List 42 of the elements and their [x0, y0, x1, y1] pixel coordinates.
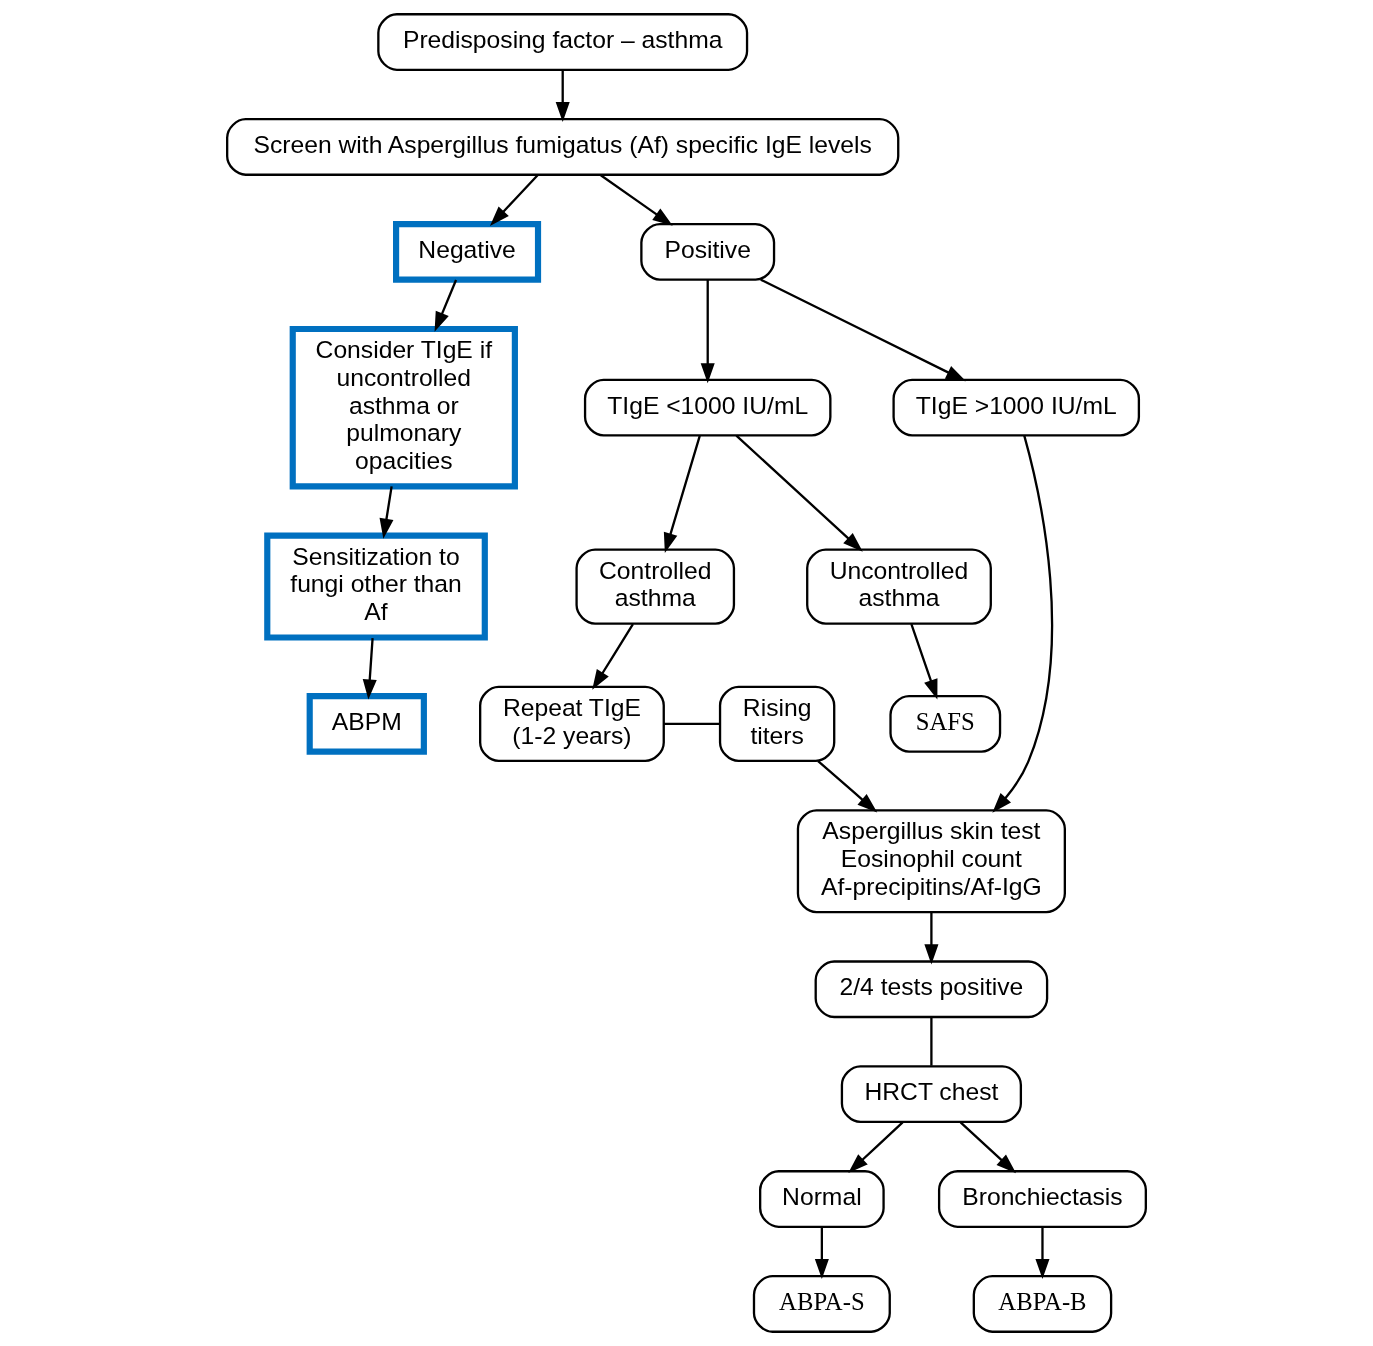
arrow — [848, 1121, 904, 1173]
node-box: Screen with Aspergillus fumigatus (Af) specific IgE levels — [226, 118, 900, 176]
node-box: Negative — [393, 221, 542, 283]
arrow — [700, 280, 715, 384]
node-box: HRCT chest — [840, 1065, 1023, 1124]
node-box: Predisposing factor – asthma — [377, 13, 749, 71]
node-box: Aspergillus skin test Eosinophil count Af-precipitins/Af-IgG — [796, 809, 1066, 914]
arrow — [663, 435, 701, 553]
node-box: ABPA-B — [972, 1275, 1113, 1333]
arrow — [555, 70, 570, 122]
node-box: Consider TIgE if uncontrolled asthma or pulmonary opacities — [289, 325, 518, 490]
node-box: Controlled asthma — [575, 548, 736, 625]
arrow — [760, 278, 966, 382]
node-box: ABPA-S — [752, 1275, 891, 1333]
node-box: Uncontrolled asthma — [806, 548, 992, 625]
arrow — [362, 638, 377, 700]
arrow — [434, 279, 458, 332]
arrow — [959, 1121, 1017, 1174]
node-box: Positive — [640, 222, 776, 281]
arrow — [814, 1227, 829, 1279]
arrow — [600, 174, 673, 226]
node-box: 2/4 tests positive — [814, 960, 1049, 1019]
arrow — [992, 435, 1053, 813]
node-box: Repeat TIgE (1-2 years) — [479, 685, 665, 763]
arrow — [489, 174, 539, 226]
arrow — [592, 623, 634, 690]
arrow — [910, 623, 938, 700]
node-box: Sensitization to fungi other than Af — [264, 532, 488, 641]
arrow — [924, 912, 939, 965]
node-box: Rising titers — [718, 685, 836, 763]
arrow — [817, 760, 878, 813]
connector — [664, 722, 720, 726]
node-box: Bronchiectasis — [937, 1170, 1147, 1228]
node-box: ABPM — [306, 693, 427, 755]
arrow — [379, 486, 394, 539]
arrow — [1035, 1227, 1050, 1279]
node-box: SAFS — [889, 695, 1002, 753]
connector — [930, 1017, 933, 1066]
node-box: TIgE >1000 IU/mL — [892, 378, 1141, 437]
node-box: Normal — [759, 1170, 885, 1228]
arrow — [735, 434, 863, 552]
node-box: TIgE <1000 IU/mL — [583, 378, 832, 437]
